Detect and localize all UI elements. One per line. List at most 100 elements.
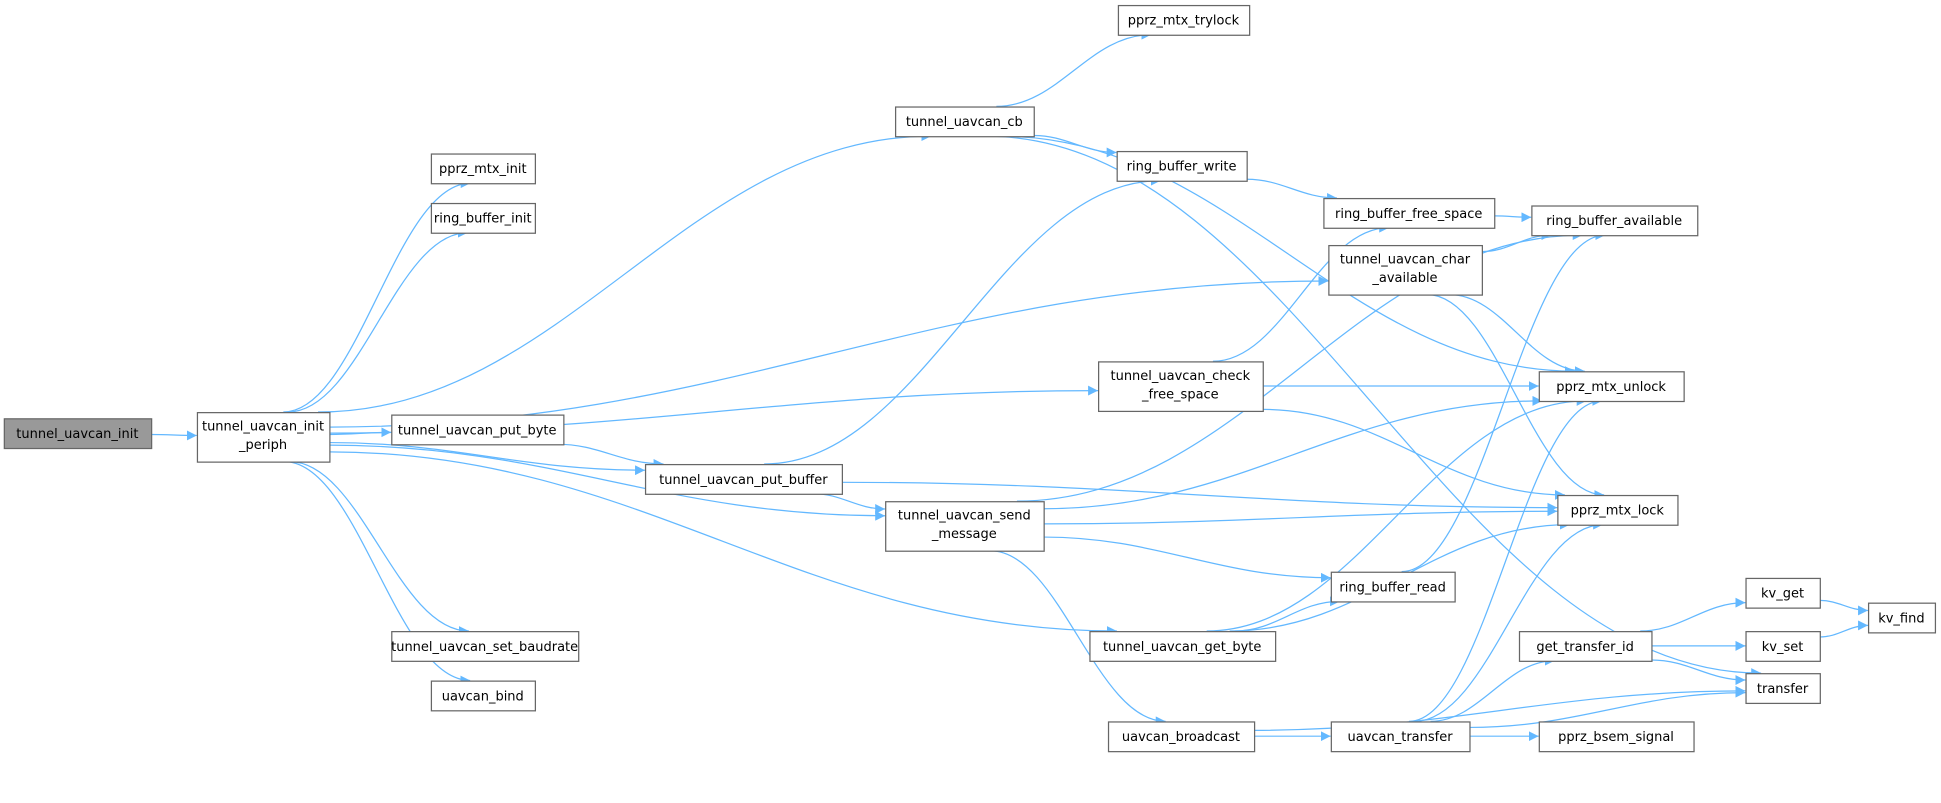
- node-box: [1518, 631, 1653, 662]
- node-box: [1107, 721, 1256, 753]
- node-send-msg[interactable]: tunnel_uavcan_send _message: [885, 501, 1045, 552]
- node-box: [1867, 602, 1937, 634]
- node-box: [1330, 571, 1456, 603]
- node-label: uavcan_transfer: [1348, 730, 1454, 745]
- edge-uavcan-transfer-to-get-tid: [1430, 655, 1555, 722]
- edge-check-free-to-rb-free: [1212, 222, 1390, 362]
- edge-char-avail-to-lock: [1426, 293, 1605, 500]
- node-label: uavcan_bind: [442, 689, 524, 704]
- node-uavcan-transfer[interactable]: uavcan_transfer: [1330, 721, 1471, 753]
- node-label: tunnel_uavcan_put_buffer: [659, 473, 828, 488]
- edge-put-buffer-to-send-msg: [813, 493, 886, 514]
- edge-init-periph-to-put-buffer: [329, 441, 645, 476]
- node-box: [1538, 721, 1695, 753]
- edge-put-buffer-to-rb-write: [764, 175, 1161, 465]
- node-label: pprz_bsem_signal: [1558, 730, 1674, 745]
- node-rb-write[interactable]: ring_buffer_write: [1116, 150, 1248, 182]
- edge-send-msg-to-rb-avail: [1016, 230, 1583, 502]
- edge-send-msg-to-broadcast: [989, 549, 1166, 727]
- node-get-tid[interactable]: get_transfer_id: [1518, 631, 1653, 662]
- edge-init-periph-to-set-baudrate: [289, 460, 469, 636]
- node-kv-set[interactable]: kv_set: [1745, 631, 1821, 662]
- node-box: [1745, 673, 1821, 705]
- node-label: pprz_mtx_init: [439, 162, 527, 177]
- node-check-free[interactable]: tunnel_uavcan_check _free_space: [1098, 361, 1264, 413]
- edge-init-periph-to-ring-buffer-init: [287, 227, 468, 413]
- node-kv-get[interactable]: kv_get: [1745, 577, 1821, 609]
- node-bsem[interactable]: pprz_bsem_signal: [1538, 721, 1695, 753]
- node-box: [1328, 244, 1483, 296]
- node-box: [1330, 721, 1471, 753]
- node-label: tunnel_uavcan_put_byte: [398, 423, 557, 438]
- node-label: pprz_mtx_trylock: [1128, 14, 1240, 29]
- node-box: [430, 680, 537, 712]
- node-rb-read[interactable]: ring_buffer_read: [1330, 571, 1456, 603]
- node-label: _periph: [238, 438, 287, 453]
- edge-init-periph-to-uavcan-bind: [284, 460, 471, 686]
- node-rb-avail[interactable]: ring_buffer_available: [1531, 205, 1699, 237]
- node-trylock[interactable]: pprz_mtx_trylock: [1117, 4, 1251, 36]
- node-label: kv_find: [1878, 611, 1924, 626]
- node-pprz-mtx-init[interactable]: pprz_mtx_init: [430, 153, 537, 185]
- node-get-byte[interactable]: tunnel_uavcan_get_byte: [1089, 631, 1277, 662]
- node-set-baudrate[interactable]: tunnel_uavcan_set_baudrate: [391, 631, 580, 662]
- node-label: ring_buffer_free_space: [1335, 207, 1482, 222]
- edge-rb-write-to-rb-free: [1246, 178, 1337, 203]
- edge-init-periph-to-send-msg: [329, 444, 886, 521]
- node-label: tunnel_uavcan_init: [202, 420, 324, 435]
- node-box: [1116, 150, 1248, 182]
- edge-rb-free-to-rb-avail: [1494, 212, 1532, 223]
- node-transfer[interactable]: transfer: [1745, 673, 1821, 705]
- node-label: tunnel_uavcan_cb: [906, 115, 1023, 130]
- node-label: ring_buffer_write: [1127, 160, 1237, 175]
- node-label: _free_space: [1141, 387, 1219, 402]
- edge-get-byte-to-rb-read: [1234, 596, 1341, 632]
- edge-init-to-init-periph: [151, 430, 197, 441]
- node-label: ring_buffer_available: [1546, 214, 1682, 229]
- edge-uavcan-transfer-to-transfer: [1469, 687, 1746, 729]
- node-label: _message: [931, 527, 997, 542]
- edge-cb-to-trylock: [996, 29, 1152, 108]
- edge-cb-to-rb-write: [1033, 134, 1117, 158]
- node-box: [391, 631, 580, 662]
- node-unlock[interactable]: pprz_mtx_unlock: [1538, 371, 1685, 403]
- node-lock[interactable]: pprz_mtx_lock: [1557, 494, 1679, 526]
- edge-send-msg-to-unlock: [1043, 395, 1543, 510]
- node-box: [430, 153, 537, 185]
- edge-rb-read-to-rb-avail: [1401, 230, 1606, 573]
- node-kv-find[interactable]: kv_find: [1867, 602, 1937, 634]
- node-box: [1098, 361, 1264, 413]
- edge-init-periph-to-get-byte: [329, 451, 1117, 636]
- node-label: uavcan_broadcast: [1122, 730, 1240, 745]
- node-rb-free[interactable]: ring_buffer_free_space: [1323, 197, 1496, 229]
- node-box: [1323, 197, 1496, 229]
- node-box: [1745, 631, 1821, 662]
- node-uavcan-bind[interactable]: uavcan_bind: [430, 680, 537, 712]
- node-label: tunnel_uavcan_char: [1340, 253, 1471, 268]
- node-label: tunnel_uavcan_set_baudrate: [391, 640, 578, 655]
- node-char-avail[interactable]: tunnel_uavcan_char_available: [1328, 244, 1483, 296]
- node-label: get_transfer_id: [1536, 640, 1633, 655]
- node-label: pprz_mtx_unlock: [1556, 380, 1666, 395]
- node-put-byte[interactable]: tunnel_uavcan_put_byte: [391, 414, 565, 446]
- node-label: tunnel_uavcan_get_byte: [1103, 640, 1261, 655]
- node-box: [1745, 577, 1821, 609]
- edge-uavcan-transfer-to-lock: [1414, 519, 1604, 722]
- node-init[interactable]: tunnel_uavcan_init: [3, 418, 153, 450]
- node-put-buffer[interactable]: tunnel_uavcan_put_buffer: [644, 463, 843, 495]
- node-label: ring_buffer_init: [434, 212, 532, 227]
- node-label: tunnel_uavcan_check: [1111, 369, 1251, 384]
- edge-init-periph-to-cb: [318, 131, 932, 413]
- edge-get-tid-to-kv-get: [1640, 597, 1746, 632]
- edge-get-tid-to-transfer: [1651, 659, 1746, 685]
- node-label: pprz_mtx_lock: [1571, 504, 1665, 519]
- node-init-periph[interactable]: tunnel_uavcan_init _periph: [196, 412, 331, 463]
- node-label: tunnel_uavcan_send: [898, 509, 1031, 524]
- edge-check-free-to-lock: [1262, 408, 1565, 500]
- node-broadcast[interactable]: uavcan_broadcast: [1107, 721, 1256, 753]
- edge-uavcan-transfer-to-unlock: [1408, 395, 1603, 722]
- node-ring-buffer-init[interactable]: ring_buffer_init: [430, 202, 537, 234]
- nodes-layer: tunnel_uavcan_init tunnel_uavcan_init _per…: [3, 4, 1937, 753]
- node-cb[interactable]: tunnel_uavcan_cb: [894, 106, 1035, 138]
